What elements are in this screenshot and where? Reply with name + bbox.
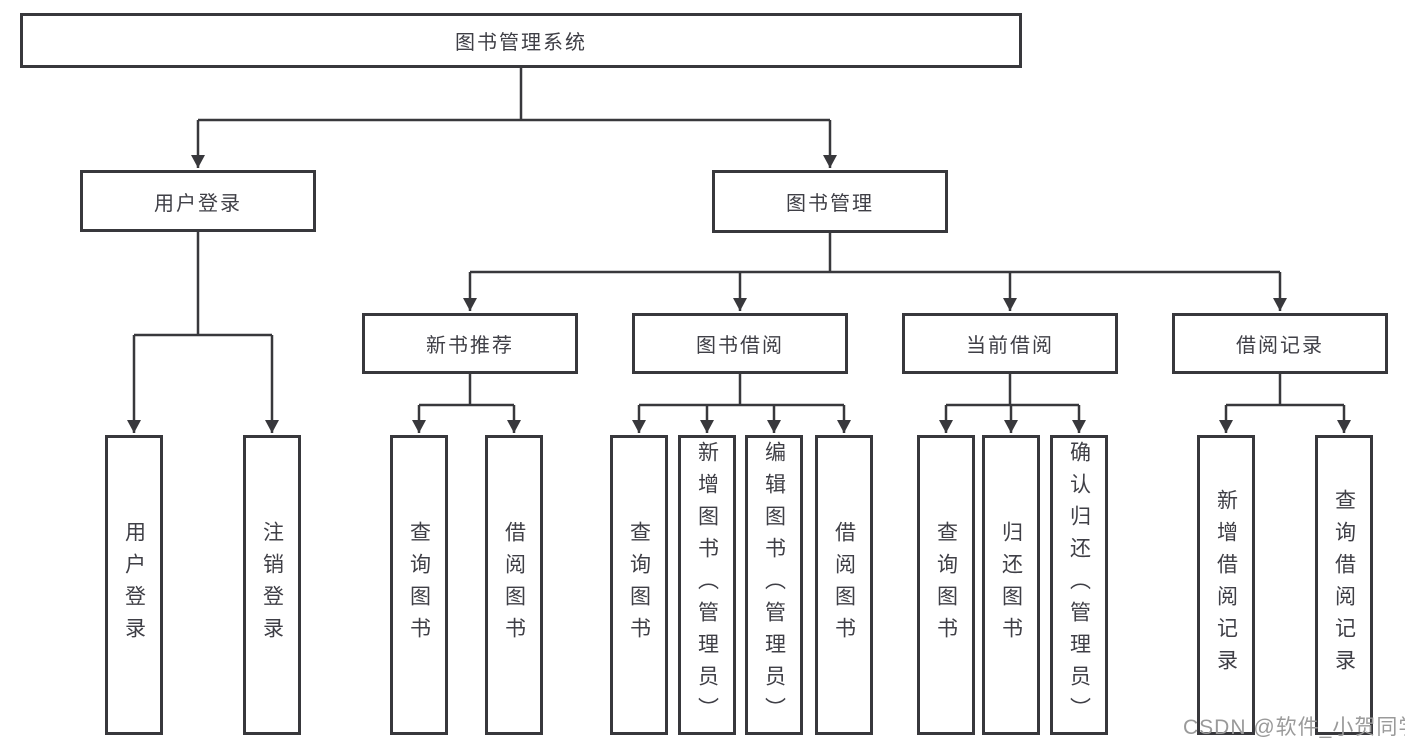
node-user-login: 用户登录 bbox=[80, 170, 316, 232]
leaf-edit-books-admin: 编辑图书（管理员） bbox=[745, 435, 803, 735]
node-book-borrow: 图书借阅 bbox=[632, 313, 848, 374]
leaf-return-books: 归还图书 bbox=[982, 435, 1040, 735]
leaf-current-query-books: 查询图书 bbox=[917, 435, 975, 735]
node-new-book-recommend: 新书推荐 bbox=[362, 313, 578, 374]
leaf-confirm-return-admin: 确认归还（管理员） bbox=[1050, 435, 1108, 735]
leaf-recommend-query-books: 查询图书 bbox=[390, 435, 448, 735]
node-book-management: 图书管理 bbox=[712, 170, 948, 233]
node-current-borrow: 当前借阅 bbox=[902, 313, 1118, 374]
node-borrow-records: 借阅记录 bbox=[1172, 313, 1388, 374]
leaf-recommend-borrow-books: 借阅图书 bbox=[485, 435, 543, 735]
leaf-user-login: 用户登录 bbox=[105, 435, 163, 735]
leaf-logout: 注销登录 bbox=[243, 435, 301, 735]
leaf-borrow-books: 借阅图书 bbox=[815, 435, 873, 735]
node-root: 图书管理系统 bbox=[20, 13, 1022, 68]
leaf-add-borrow-record: 新增借阅记录 bbox=[1197, 435, 1255, 735]
leaf-borrow-query-books: 查询图书 bbox=[610, 435, 668, 735]
leaf-query-borrow-record: 查询借阅记录 bbox=[1315, 435, 1373, 735]
leaf-add-books-admin: 新增图书（管理员） bbox=[678, 435, 736, 735]
watermark: CSDN @软件_小贺同学 bbox=[1183, 716, 1405, 739]
